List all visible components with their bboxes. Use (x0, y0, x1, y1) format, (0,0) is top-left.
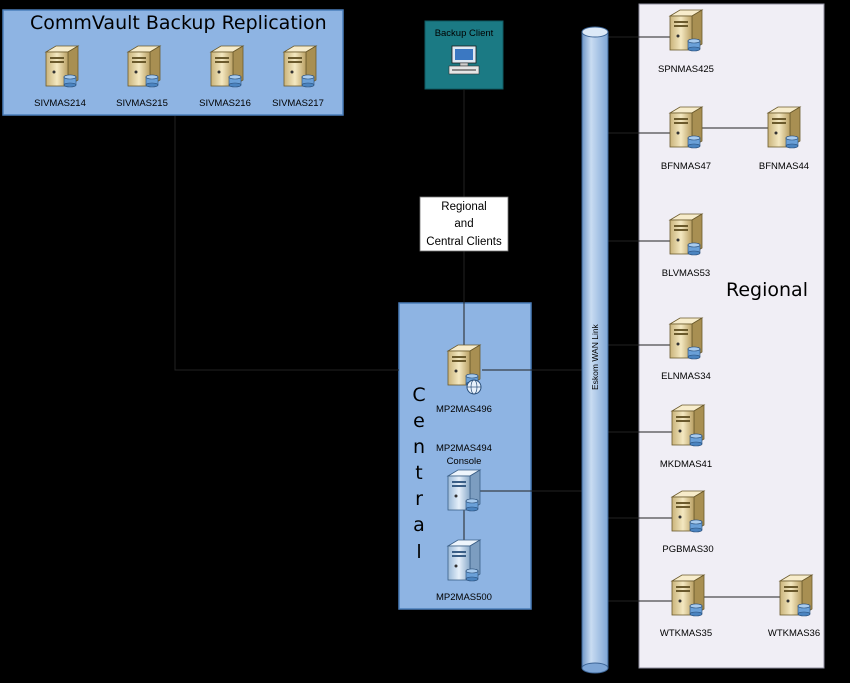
server-mp2mas500: MP2MAS500 (436, 539, 492, 603)
server-sivmas216: SIVMAS216 (199, 45, 251, 109)
central-letter: r (415, 488, 423, 510)
clients-box-line2: and (454, 218, 473, 230)
server-label: MP2MAS500 (436, 592, 492, 603)
server-label: SPNMAS425 (658, 64, 714, 75)
link-commvault-central (174, 116, 399, 371)
server-label: SIVMAS217 (272, 98, 324, 109)
central-letter: n (413, 436, 425, 458)
connection-lines (174, 36, 780, 602)
central-letter: t (415, 462, 422, 484)
server-sivmas215: SIVMAS215 (116, 45, 168, 109)
server-pgbmas30: PGBMAS30 (662, 490, 714, 555)
server-label: SIVMAS216 (199, 98, 251, 109)
central-letter: e (413, 410, 425, 432)
server-label: BFNMAS44 (759, 161, 809, 172)
server-mp2mas494-console: MP2MAS494 Console (436, 443, 492, 512)
server-mp2mas496: MP2MAS496 (436, 344, 492, 415)
server-wtkmas35: WTKMAS35 (660, 574, 712, 639)
server-bfnmas44: BFNMAS44 (759, 106, 809, 172)
server-label: PGBMAS30 (662, 544, 713, 555)
server-sivmas217: SIVMAS217 (272, 45, 324, 109)
server-mkdmas41: MKDMAS41 (660, 404, 712, 470)
regional-label: Regional (726, 279, 808, 301)
clients-box-line3: Central Clients (426, 236, 502, 248)
server-label: BLVMAS53 (662, 268, 710, 279)
server-label: ELNMAS34 (661, 371, 711, 382)
server-sublabel: Console (447, 456, 482, 467)
backup-client-label: Backup Client (435, 28, 494, 39)
desktop-computer-icon (448, 45, 480, 75)
server-label: SIVMAS214 (34, 98, 86, 109)
wan-pipe: Eskom WAN Link (581, 26, 609, 674)
server-label: BFNMAS47 (661, 161, 711, 172)
server-bfnmas47: BFNMAS47 (661, 106, 711, 172)
central-letter: a (413, 514, 425, 536)
central-letter: C (412, 384, 425, 406)
central-letter: l (416, 541, 421, 563)
clients-box (419, 196, 509, 252)
globe-icon (466, 379, 482, 395)
server-elnmas34: ELNMAS34 (661, 317, 711, 382)
server-spnmas425: SPNMAS425 (658, 9, 714, 75)
server-label: WTKMAS35 (660, 628, 712, 639)
commvault-title: CommVault Backup Replication (30, 12, 327, 34)
regional-panel (638, 3, 825, 669)
wan-label: Eskom WAN Link (590, 323, 600, 390)
server-label: MKDMAS41 (660, 459, 712, 470)
server-blvmas53: BLVMAS53 (662, 213, 710, 279)
server-sivmas214: SIVMAS214 (34, 45, 86, 109)
server-wtkmas36: WTKMAS36 (768, 574, 820, 639)
server-label: WTKMAS36 (768, 628, 820, 639)
server-label: SIVMAS215 (116, 98, 168, 109)
server-label: MP2MAS496 (436, 404, 492, 415)
central-vertical-label: C e n t r a l (412, 384, 425, 563)
clients-box-line1: Regional (441, 201, 486, 213)
server-label: MP2MAS494 (436, 443, 492, 454)
